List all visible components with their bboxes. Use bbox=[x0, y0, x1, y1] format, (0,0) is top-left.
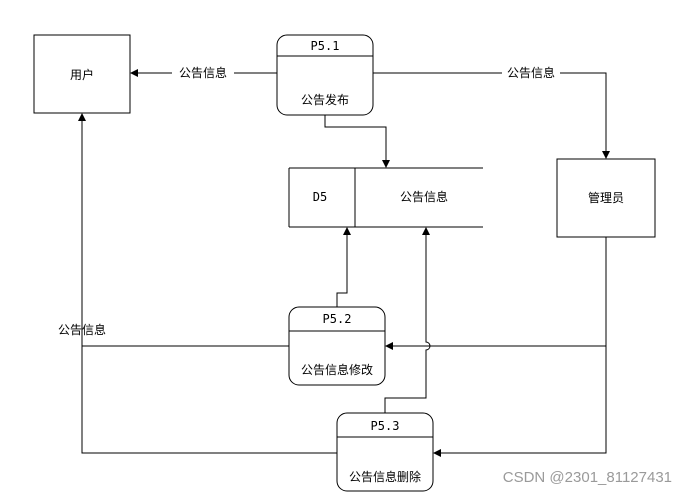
entity-user-label: 用户 bbox=[70, 67, 94, 82]
entity-admin-label: 管理员 bbox=[588, 190, 624, 205]
datastore-d5: D5 公告信息 bbox=[288, 167, 483, 228]
entity-admin: 管理员 bbox=[556, 158, 656, 238]
process-p5-2-name: 公告信息修改 bbox=[301, 362, 373, 377]
datastore-d5-id: D5 bbox=[313, 190, 327, 204]
process-p5-1-id: P5.1 bbox=[311, 39, 340, 53]
process-p5-3: P5.3 公告信息删除 bbox=[336, 412, 434, 492]
process-p5-3-id: P5.3 bbox=[371, 419, 400, 433]
flow-admin-to-p53 bbox=[433, 346, 607, 457]
process-p5-2: P5.2 公告信息修改 bbox=[288, 306, 386, 386]
watermark: CSDN @2301_81127431 bbox=[503, 469, 672, 486]
flow-to-user-left-label: 公告信息 bbox=[58, 322, 106, 337]
process-p5-1-name: 公告发布 bbox=[301, 92, 349, 107]
flow-p51-to-user: 公告信息 bbox=[130, 65, 277, 80]
flow-p51-to-user-label: 公告信息 bbox=[179, 65, 227, 80]
flow-to-user-left: 公告信息 bbox=[58, 113, 337, 454]
flow-admin-to-p52 bbox=[385, 237, 607, 350]
flow-p53-to-datastore bbox=[384, 227, 431, 413]
flow-p51-to-datastore bbox=[324, 115, 390, 168]
process-p5-2-id: P5.2 bbox=[323, 312, 352, 326]
entity-user: 用户 bbox=[33, 34, 131, 114]
process-p5-3-name: 公告信息删除 bbox=[349, 469, 421, 484]
flow-p52-to-datastore bbox=[336, 227, 351, 307]
flow-p51-to-admin: 公告信息 bbox=[373, 65, 610, 159]
process-p5-1: P5.1 公告发布 bbox=[276, 34, 374, 116]
datastore-d5-name: 公告信息 bbox=[400, 189, 448, 204]
flow-p51-to-admin-label: 公告信息 bbox=[507, 65, 555, 80]
